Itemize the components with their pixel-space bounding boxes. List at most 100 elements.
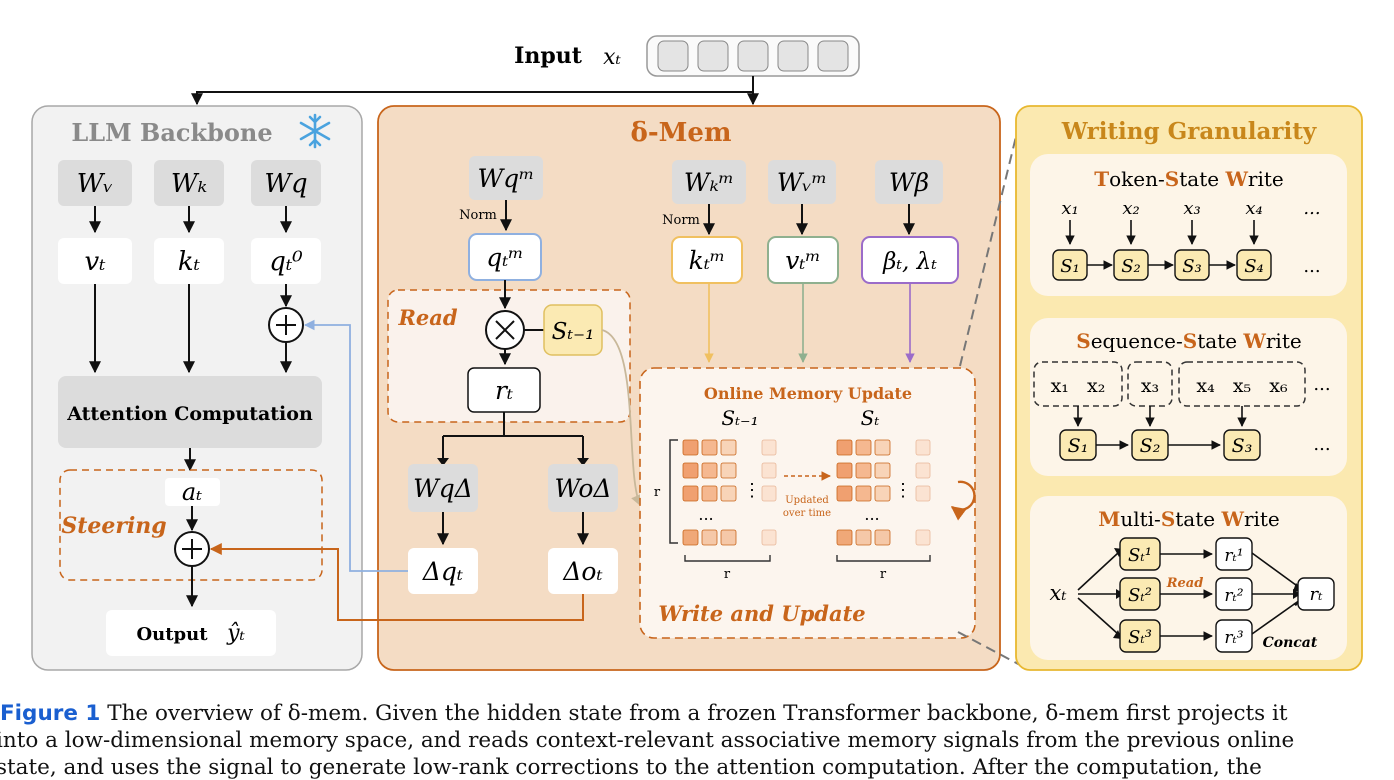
memory-cell <box>761 485 777 502</box>
zoom-line-top <box>959 111 1023 367</box>
attention-box <box>58 376 322 448</box>
plus-icon <box>268 307 304 343</box>
token-input-label: ... <box>1303 198 1320 219</box>
km-label: kₜᵐ <box>689 246 726 275</box>
wbeta-label: Wβ <box>889 168 929 197</box>
seq-group-label: x₃ <box>1141 375 1159 397</box>
multi-read-label: Read <box>1166 576 1204 591</box>
q0-label: qₜ⁰ <box>269 247 303 277</box>
qm-label: qₜᵐ <box>486 243 524 272</box>
memory-cell <box>874 485 891 502</box>
memory-cell <box>761 529 777 546</box>
svg-text:...: ... <box>698 505 713 524</box>
seq-ellipsis: ... <box>1313 434 1330 455</box>
wq-delta-box <box>408 464 478 512</box>
wv-label: Wᵥ <box>77 169 113 199</box>
s-prev-to-update-arrow <box>601 329 642 506</box>
input-token <box>777 40 809 72</box>
token-state-title: Token-State Write <box>1094 167 1284 191</box>
memory-cell <box>701 485 718 502</box>
multi-read-value: rₜ² <box>1224 586 1243 606</box>
token-state-ellipsis: ... <box>1303 256 1320 277</box>
online-update-region <box>639 367 976 639</box>
memory-cell <box>874 462 891 479</box>
memory-cell <box>720 485 737 502</box>
memory-cell <box>682 439 699 456</box>
multi-out-box <box>1297 577 1335 611</box>
memory-cell <box>761 439 777 456</box>
updated-text-2: over time <box>783 508 831 519</box>
seq-group-label: x₄ x₅ x₆ <box>1196 375 1288 397</box>
multi-read-box <box>1215 537 1253 571</box>
memory-cell <box>720 462 737 479</box>
vm-label: vₜᵐ <box>785 246 821 275</box>
q-box <box>251 238 321 284</box>
llm-title: LLM Backbone <box>71 118 272 147</box>
svg-text:⋮: ⋮ <box>743 480 761 501</box>
token-state-label: S₄ <box>1244 256 1264 277</box>
seq-state-label: S₁ <box>1068 435 1089 457</box>
s-matrix-label: Sₜ <box>861 406 880 430</box>
do-to-plus-arrow <box>209 543 584 621</box>
norm-label-q: Norm <box>459 208 497 223</box>
seq-group-label: x₁ x₂ <box>1051 375 1106 397</box>
memory-cell <box>915 529 931 546</box>
memory-cell <box>874 439 891 456</box>
matrix-r-label-bottom: r <box>724 567 731 582</box>
memory-cell <box>855 439 872 456</box>
memory-cell <box>682 529 699 546</box>
dq-box <box>408 548 478 594</box>
multi-state-label: Sₜ² <box>1128 585 1152 606</box>
memory-cell <box>720 529 737 546</box>
online-update-title: Online Memory Update <box>704 384 912 403</box>
token-state-label: S₃ <box>1182 256 1202 277</box>
memory-cell <box>701 439 718 456</box>
r-label: rₜ <box>495 376 513 405</box>
wo-delta-box <box>548 464 618 512</box>
wq-delta-label: WqΔ <box>413 474 473 503</box>
multi-read-box <box>1215 619 1253 653</box>
wkm-label: Wₖᵐ <box>684 168 734 197</box>
token-input-label: x₄ <box>1245 198 1262 219</box>
memory-cell <box>720 439 737 456</box>
k-label: kₜ <box>178 247 201 277</box>
v-label: vₜ <box>84 247 106 277</box>
multi-state-card <box>1030 496 1347 660</box>
do-label: Δoₜ <box>562 557 602 586</box>
multi-state-label: Sₜ¹ <box>1128 545 1152 566</box>
do-box <box>548 548 618 594</box>
token-input-label: x₁ <box>1061 198 1078 219</box>
token-input-label: x₂ <box>1122 198 1139 219</box>
wk-box <box>154 160 224 206</box>
k-box <box>154 238 224 284</box>
memory-cell <box>836 485 853 502</box>
multi-state-title: Multi-State Write <box>1098 507 1280 531</box>
memory-cell <box>682 462 699 479</box>
write-update-label: Write and Update <box>658 601 865 626</box>
wbeta-box <box>875 160 943 204</box>
memory-cell <box>874 529 891 546</box>
multi-out-label: rₜ <box>1309 584 1323 605</box>
input-token <box>817 40 849 72</box>
wkm-box <box>672 160 746 204</box>
recurrent-update-icon <box>950 480 976 521</box>
v-box <box>58 238 132 284</box>
memory-cell <box>682 485 699 502</box>
a-label: aₜ <box>182 478 202 506</box>
wqm-box <box>469 156 543 200</box>
wq-label: Wq <box>264 169 307 199</box>
input-token <box>737 40 769 72</box>
dq-to-plus-arrow <box>303 319 408 572</box>
matrix-r-label: r <box>654 485 661 500</box>
memory-cell <box>855 529 872 546</box>
svg-text:...: ... <box>864 505 879 524</box>
memory-cell <box>701 462 718 479</box>
s-prev-matrix-label: Sₜ₋₁ <box>721 406 758 430</box>
steering-label: Steering <box>61 513 166 539</box>
wvm-box <box>768 160 836 204</box>
s-prev-matrix: r ... ⋮ r <box>654 439 777 582</box>
sequence-state-card <box>1030 318 1347 476</box>
memory-cell <box>855 485 872 502</box>
a-box <box>165 478 220 506</box>
